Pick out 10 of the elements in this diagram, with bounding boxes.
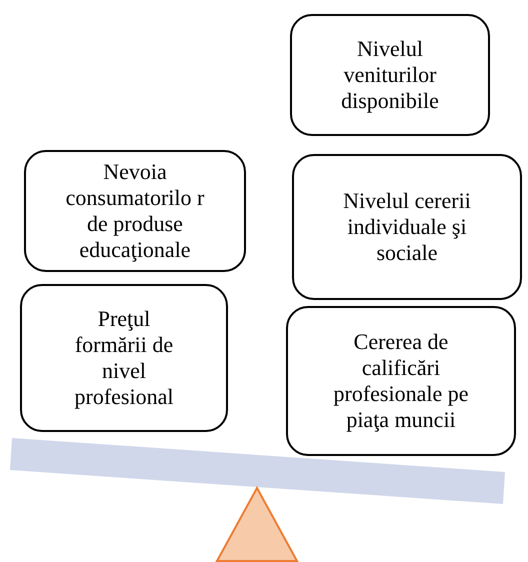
rounded-box xyxy=(24,150,246,272)
rounded-box xyxy=(20,284,228,432)
box-text: Preţul formării de nivel profesional xyxy=(74,306,174,410)
rounded-box xyxy=(286,306,516,456)
box-text: Cererea de calificări profesionale pe piaţa muncii xyxy=(332,329,470,433)
rounded-box xyxy=(292,154,522,300)
box-text: Nivelul cererii individuale şi sociale xyxy=(342,188,472,266)
rounded-box xyxy=(290,14,490,136)
box-text: Nevoia consumatorilo r de produse educaţionale xyxy=(64,159,206,263)
box-text: Nivelul veniturilor disponibile xyxy=(340,36,440,114)
